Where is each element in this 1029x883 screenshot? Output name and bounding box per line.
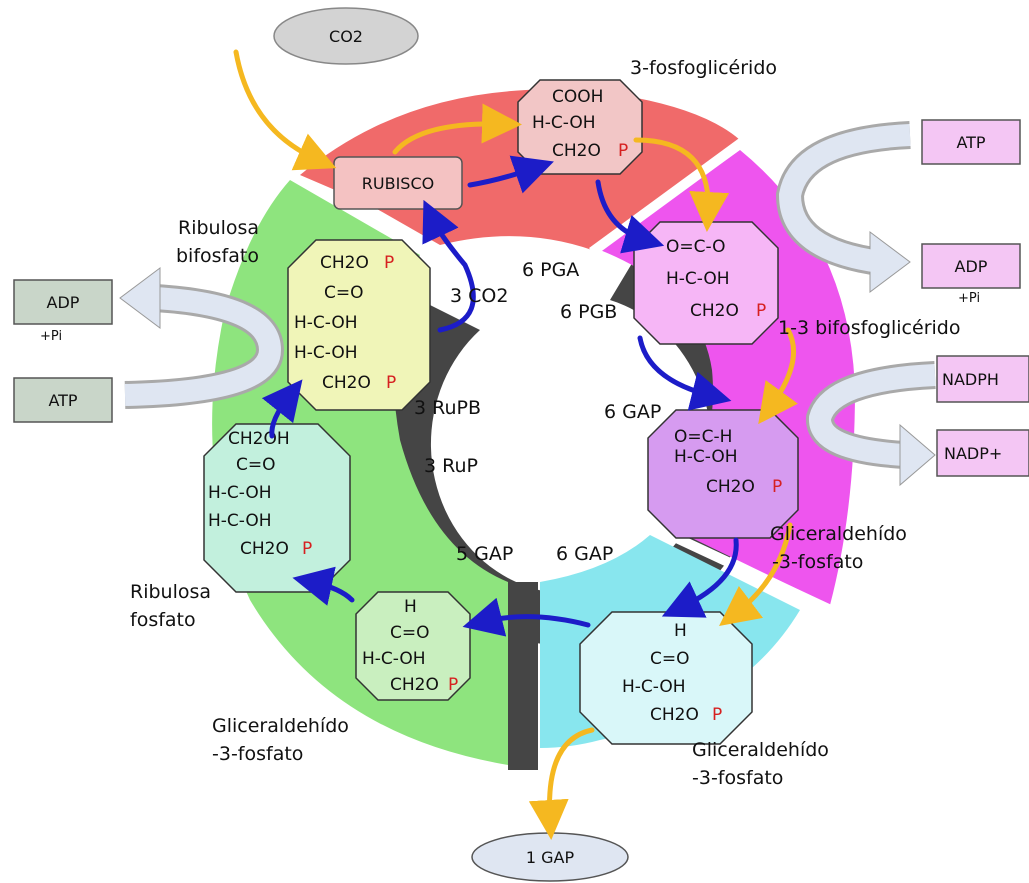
svg-text:CH2O: CH2O (706, 477, 755, 497)
svg-text:C=O: C=O (324, 283, 364, 303)
right-adp-pi: +Pi (958, 291, 980, 306)
svg-text:H-C-OH: H-C-OH (294, 343, 358, 363)
svg-text:C=O: C=O (390, 623, 430, 643)
rupb-molecule: CH2O P C=O H-C-OH H-C-OH CH2O P (287, 239, 431, 411)
svg-text:H-C-OH: H-C-OH (622, 677, 686, 697)
label-ribulosa-bifosfato-2: bifosfato (176, 245, 259, 267)
svg-text:H-C-OH: H-C-OH (674, 447, 738, 467)
label-gliceraldehido-right-1: Gliceraldehído (770, 523, 907, 545)
label-gliceraldehido-left-2: -3-fosfato (212, 743, 303, 765)
left-adp-atp-arrow (119, 267, 285, 409)
right-atp-label: ATP (956, 133, 985, 152)
yellow-arrows (233, 49, 798, 840)
svg-text:O=C-H: O=C-H (674, 427, 732, 447)
right-nadph-label: NADPH (942, 370, 999, 389)
svg-text:CH2O: CH2O (320, 253, 369, 273)
gap-bottom-molecule: H C=O H-C-OH CH2O P (579, 611, 753, 745)
svg-text:P: P (448, 675, 458, 695)
label-ribulosa-bifosfato-1: Ribulosa (178, 217, 259, 239)
left-adp-label: ADP (47, 293, 80, 312)
right-nadp-box: NADP+ (936, 429, 1029, 477)
label-three-co2: 3 CO2 (450, 285, 508, 307)
ribulosa-fosfato-molecule: CH2OH C=O H-C-OH H-C-OH CH2O P (203, 423, 351, 593)
svg-text:CH2O: CH2O (390, 675, 439, 695)
label-six-pga: 6 PGA (522, 259, 579, 281)
label-three-rupb: 3 RuPB (414, 397, 481, 419)
pga-molecule: COOH H-C-OH CH2O P (517, 79, 643, 175)
label-ribulosa-fosfato-1: Ribulosa (130, 581, 211, 603)
svg-text:P: P (772, 477, 782, 497)
right-nadph-arrow (806, 361, 936, 487)
svg-text:P: P (712, 705, 722, 725)
svg-text:COOH: COOH (552, 87, 603, 107)
svg-text:O=C-O: O=C-O (666, 237, 725, 257)
blue-arrows (261, 155, 739, 637)
rubisco-box (333, 156, 463, 210)
svg-text:CH2O: CH2O (552, 141, 601, 161)
svg-text:H-C-OH: H-C-OH (362, 649, 426, 669)
svg-text:P: P (384, 253, 394, 273)
right-adp-label: ADP (955, 257, 988, 276)
label-gliceraldehido-bottom-2: -3-fosfato (692, 767, 783, 789)
left-atp-label: ATP (48, 391, 77, 410)
svg-text:H: H (674, 621, 687, 641)
right-nadp-label: NADP+ (944, 444, 1002, 463)
right-atp-adp-arrow (775, 121, 911, 293)
svg-text:CH2O: CH2O (650, 705, 699, 725)
svg-text:C=O: C=O (236, 455, 276, 475)
gap-right-molecule: O=C-H H-C-OH CH2O P (647, 409, 799, 539)
left-atp-box: ATP (13, 377, 113, 423)
rubisco-label: RUBISCO (362, 174, 434, 193)
left-adp-pi: +Pi (40, 329, 62, 344)
svg-text:P: P (756, 301, 766, 321)
right-adp-box: ADP (921, 243, 1021, 289)
svg-text:CH2O: CH2O (322, 373, 371, 393)
label-fosfoglicerido: 3-fosfoglicérido (630, 57, 777, 79)
label-ribulosa-fosfato-2: fosfato (130, 609, 196, 631)
svg-text:H-C-OH: H-C-OH (666, 269, 730, 289)
label-five-gap: 5 GAP (456, 543, 513, 565)
dark-band (365, 250, 766, 770)
svg-text:H-C-OH: H-C-OH (532, 113, 596, 133)
svg-text:CH2OH: CH2OH (228, 429, 290, 449)
svg-text:C=O: C=O (650, 649, 690, 669)
co2-label: CO2 (329, 27, 363, 46)
label-six-gap-bottom: 6 GAP (556, 543, 613, 565)
label-six-gap-right: 6 GAP (604, 401, 661, 423)
gap-output-label: 1 GAP (526, 848, 575, 867)
svg-text:P: P (302, 539, 312, 559)
left-adp-box: ADP (13, 279, 113, 325)
label-gliceraldehido-right-2: -3-fosfato (772, 551, 863, 573)
label-bifosfoglicerido: 1-3 bifosfoglicérido (778, 317, 960, 339)
co2-ellipse (273, 7, 419, 65)
svg-text:CH2O: CH2O (240, 539, 289, 559)
svg-text:P: P (386, 373, 396, 393)
right-atp-box: ATP (921, 119, 1021, 165)
sector-separators (589, 135, 838, 617)
label-gliceraldehido-left-1: Gliceraldehído (212, 715, 349, 737)
svg-text:H-C-OH: H-C-OH (208, 483, 272, 503)
svg-text:H-C-OH: H-C-OH (208, 511, 272, 531)
pgb-molecule: O=C-O H-C-OH CH2O P (633, 221, 779, 345)
label-six-pgb: 6 PGB (560, 301, 617, 323)
label-gliceraldehido-bottom-1: Gliceraldehído (692, 739, 829, 761)
label-three-rup: 3 RuP (424, 455, 478, 477)
svg-text:P: P (618, 141, 628, 161)
svg-text:H-C-OH: H-C-OH (294, 313, 358, 333)
gap-left-molecule: H C=O H-C-OH CH2O P (355, 591, 471, 701)
svg-text:H: H (404, 597, 417, 617)
right-nadph-box: NADPH (936, 355, 1029, 403)
svg-text:CH2O: CH2O (690, 301, 739, 321)
